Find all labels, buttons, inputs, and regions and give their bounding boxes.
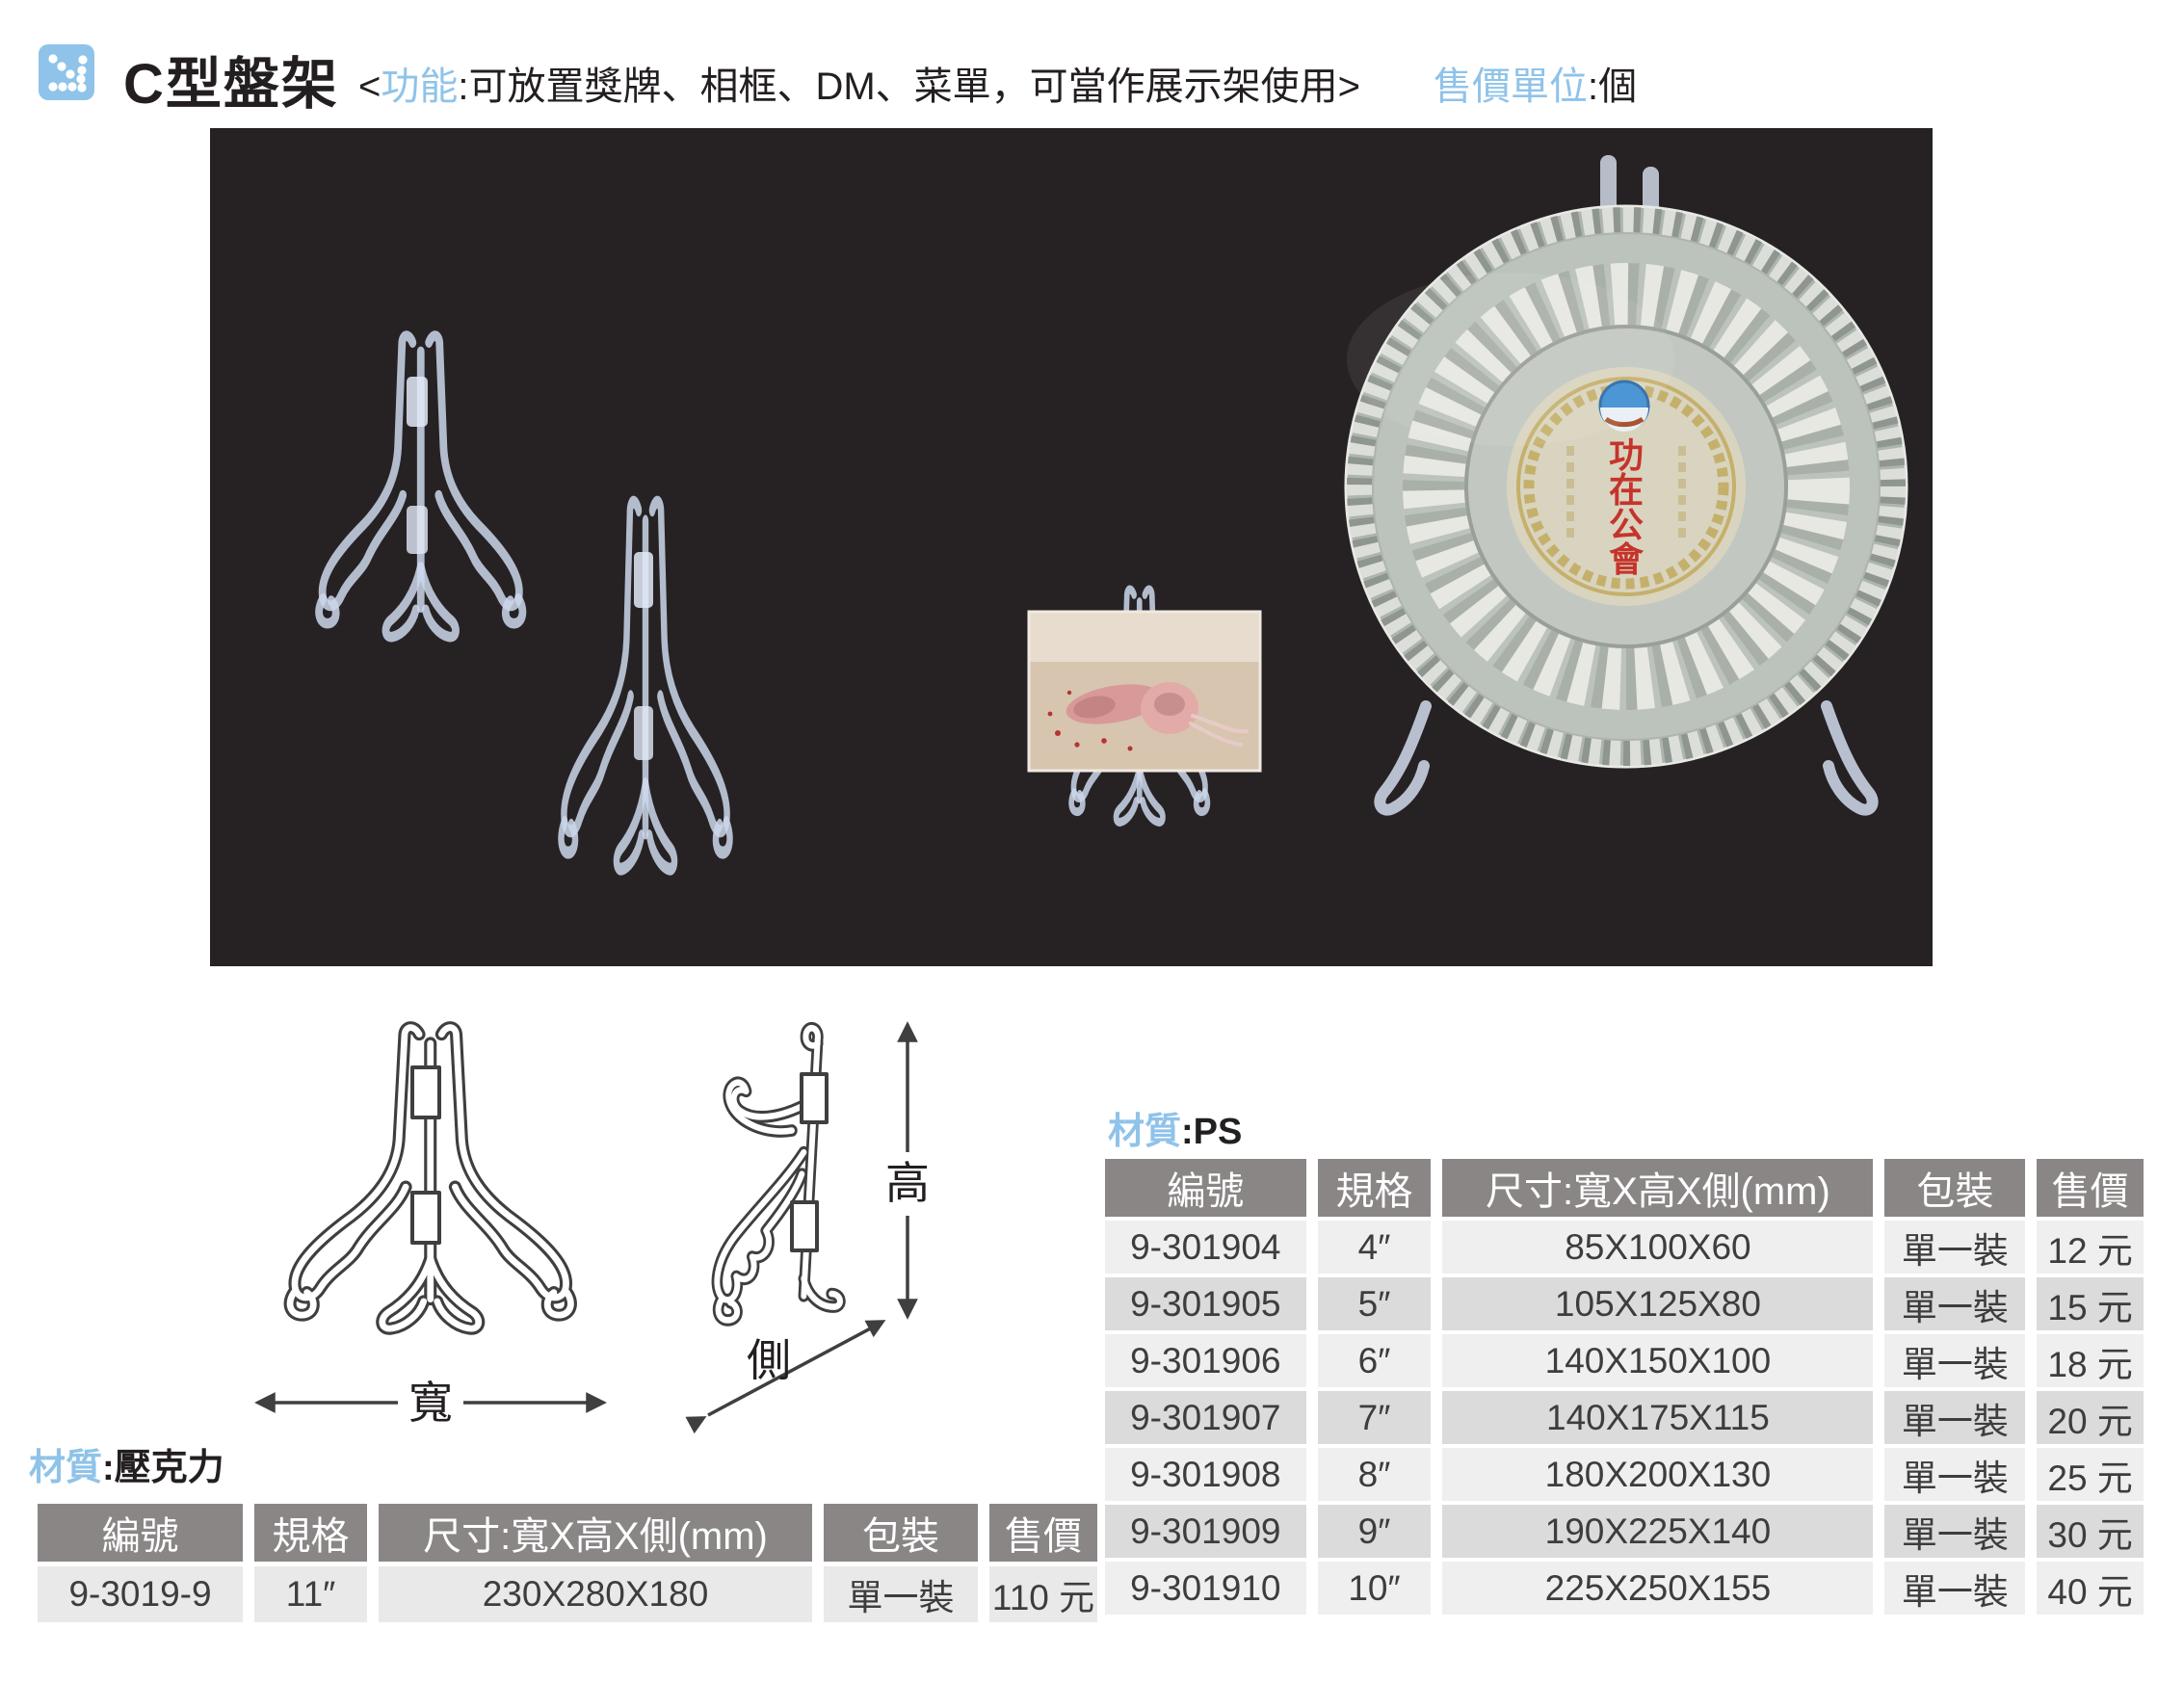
page-title: C型盤架 xyxy=(123,53,339,116)
material-value: :PS xyxy=(1181,1112,1243,1152)
column-header: 售價 xyxy=(2037,1159,2144,1217)
cell-price: 15 元 xyxy=(2037,1277,2144,1330)
column-header: 規格 xyxy=(254,1504,367,1562)
acrylic-table: 編號 規格 尺寸:寬X高X側(mm) 包裝 售價 9-3019-9 11″ 23… xyxy=(38,1504,1097,1622)
cell-size: 4″ xyxy=(1317,1221,1432,1274)
large-plate-stand xyxy=(319,336,522,638)
column-header: 規格 xyxy=(1317,1159,1432,1217)
cell-pack: 單一裝 xyxy=(1884,1505,2026,1558)
cell-pack: 單一裝 xyxy=(1884,1562,2026,1615)
postcard-photo xyxy=(1027,610,1262,773)
note-text: :可放置獎牌、相框、DM、菜單，可當作展示架使用> xyxy=(458,66,1361,108)
cell-size: 7″ xyxy=(1317,1391,1432,1444)
cell-pack: 單一裝 xyxy=(1884,1277,2026,1330)
cell-pack: 單一裝 xyxy=(1884,1391,2026,1444)
cell-dim: 140X150X100 xyxy=(1442,1334,1874,1387)
product-photo: 功 在 公 會 xyxy=(210,128,1933,966)
note-open: < xyxy=(358,66,382,108)
price-unit-note: 售價單位:個 xyxy=(1434,55,1637,111)
cell-dim: 230X280X180 xyxy=(379,1566,812,1622)
column-header: 售價 xyxy=(989,1504,1097,1562)
cell-code: 9-301904 xyxy=(1105,1221,1306,1274)
price-unit-value: :個 xyxy=(1588,66,1638,108)
column-header: 編號 xyxy=(1105,1159,1306,1217)
column-header: 尺寸:寬X高X側(mm) xyxy=(1442,1159,1874,1217)
acrylic-material-label: 材質:壓克力 xyxy=(29,1437,224,1490)
cell-dim: 140X175X115 xyxy=(1442,1391,1874,1444)
material-value: :壓克力 xyxy=(102,1448,224,1488)
cell-size: 9″ xyxy=(1317,1505,1432,1558)
side-dimension-arrow xyxy=(685,1320,886,1434)
easel-front-drawing xyxy=(290,1028,570,1329)
award-plate: 功 在 公 會 xyxy=(1344,204,1908,769)
height-dimension-arrow xyxy=(897,1021,918,1320)
price-unit-label: 售價單位 xyxy=(1434,66,1588,108)
ballet-shoes xyxy=(1066,682,1249,747)
medium-plate-stand xyxy=(561,502,729,869)
cell-dim: 105X125X80 xyxy=(1442,1277,1874,1330)
plate-inscription: 功 在 公 會 xyxy=(1609,435,1645,579)
plate-char: 會 xyxy=(1609,539,1645,579)
ps-material-label: 材質:PS xyxy=(1108,1101,1242,1154)
cell-code: 9-301906 xyxy=(1105,1334,1306,1387)
dice-arrow-icon xyxy=(39,44,94,100)
ps-table: 編號 規格 尺寸:寬X高X側(mm) 包裝 售價 9-301904 4″ 85X… xyxy=(1105,1159,2144,1615)
cell-price: 25 元 xyxy=(2037,1448,2144,1501)
column-header: 包裝 xyxy=(824,1504,978,1562)
cell-pack: 單一裝 xyxy=(824,1566,978,1622)
dimension-diagram: 寬 高 側 xyxy=(222,983,954,1445)
plate-emblem xyxy=(1598,380,1650,432)
cell-size: 5″ xyxy=(1317,1277,1432,1330)
material-word: 材質 xyxy=(29,1448,103,1488)
side-label: 側 xyxy=(747,1335,791,1385)
cell-pack: 單一裝 xyxy=(1884,1448,2026,1501)
width-label: 寬 xyxy=(408,1378,453,1428)
cell-dim: 180X200X130 xyxy=(1442,1448,1874,1501)
cell-dim: 85X100X60 xyxy=(1442,1221,1874,1274)
cell-price: 40 元 xyxy=(2037,1562,2144,1615)
width-dimension-arrow xyxy=(254,1392,607,1413)
cell-pack: 單一裝 xyxy=(1884,1334,2026,1387)
cell-code: 9-301909 xyxy=(1105,1505,1306,1558)
plate-char: 在 xyxy=(1609,470,1644,510)
easel-side-drawing xyxy=(717,1028,840,1320)
cell-price: 18 元 xyxy=(2037,1334,2144,1387)
cell-price: 12 元 xyxy=(2037,1221,2144,1274)
column-header: 包裝 xyxy=(1884,1159,2026,1217)
column-header: 尺寸:寬X高X側(mm) xyxy=(379,1504,812,1562)
plate-char: 功 xyxy=(1609,435,1644,475)
cell-code: 9-301907 xyxy=(1105,1391,1306,1444)
column-header: 編號 xyxy=(38,1504,243,1562)
cell-pack: 單一裝 xyxy=(1884,1221,2026,1274)
petal-dots xyxy=(1047,690,1133,751)
cell-price: 20 元 xyxy=(2037,1391,2144,1444)
function-note: <功能:可放置獎牌、相框、DM、菜單，可當作展示架使用> xyxy=(358,55,1360,111)
cell-code: 9-3019-9 xyxy=(38,1566,243,1622)
plate-char: 公 xyxy=(1609,505,1644,544)
cell-price: 30 元 xyxy=(2037,1505,2144,1558)
cell-dim: 190X225X140 xyxy=(1442,1505,1874,1558)
cell-size: 8″ xyxy=(1317,1448,1432,1501)
cell-size: 10″ xyxy=(1317,1562,1432,1615)
material-word: 材質 xyxy=(1108,1112,1182,1152)
cell-code: 9-301908 xyxy=(1105,1448,1306,1501)
plate-stand-feet xyxy=(1374,700,1879,816)
cell-dim: 225X250X155 xyxy=(1442,1562,1874,1615)
cell-price: 110 元 xyxy=(989,1566,1097,1622)
note-label: 功能 xyxy=(381,66,459,108)
cell-size: 11″ xyxy=(254,1566,367,1622)
cell-code: 9-301910 xyxy=(1105,1562,1306,1615)
cell-size: 6″ xyxy=(1317,1334,1432,1387)
cell-code: 9-301905 xyxy=(1105,1277,1306,1330)
height-label: 高 xyxy=(885,1158,930,1208)
